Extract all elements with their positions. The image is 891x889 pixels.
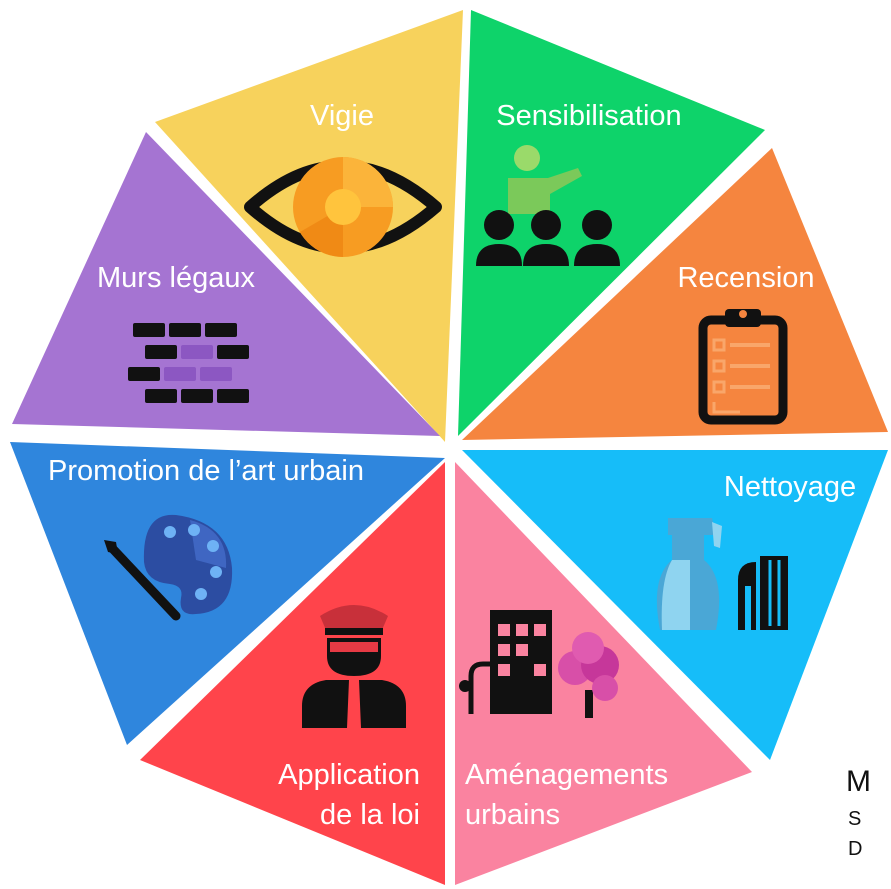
brick-wall-icon — [128, 323, 249, 403]
segment-application-label-line1: Application — [278, 759, 420, 791]
spray-bottle-brush-icon — [656, 518, 788, 630]
segment-promotion: Promotion de l’art urbain — [10, 442, 445, 745]
building-tree-lamp-icon — [459, 610, 619, 718]
segment-application: Application de la loi — [140, 462, 445, 885]
segment-nettoyage-label: Nettoyage — [724, 471, 856, 503]
segment-amenagements: Aménagements urbains — [455, 462, 752, 885]
segment-amenagements-label-line2: urbains — [465, 799, 560, 831]
segment-amenagements-label-line1: Aménagements — [465, 759, 668, 791]
paint-palette-brush-icon — [104, 514, 233, 621]
eye-icon — [244, 157, 442, 257]
segment-sensibilisation-label: Sensibilisation — [496, 100, 681, 132]
credit-text-line2: S — [848, 808, 862, 830]
segment-application-label-line2: de la loi — [320, 799, 420, 831]
segment-sensibilisation: Sensibilisation — [458, 10, 765, 436]
segment-murs-shape — [12, 132, 440, 436]
segment-murs: Murs légaux — [12, 132, 440, 436]
segment-murs-label: Murs légaux — [97, 262, 255, 294]
segment-vigie-label: Vigie — [310, 100, 374, 132]
segment-application-shape — [140, 462, 445, 885]
presentation-audience-icon — [476, 145, 620, 266]
credit-text-line3: D — [848, 838, 863, 860]
segment-recension: Recension — [462, 148, 888, 440]
clipboard-checklist-icon — [698, 309, 788, 425]
segment-recension-label: Recension — [677, 262, 814, 294]
segment-vigie: Vigie — [155, 10, 463, 442]
police-officer-icon — [302, 605, 406, 728]
segment-nettoyage: Nettoyage — [462, 450, 888, 760]
segment-promotion-label: Promotion de l’art urbain — [48, 455, 364, 487]
credit-text-line1: M — [846, 765, 871, 798]
